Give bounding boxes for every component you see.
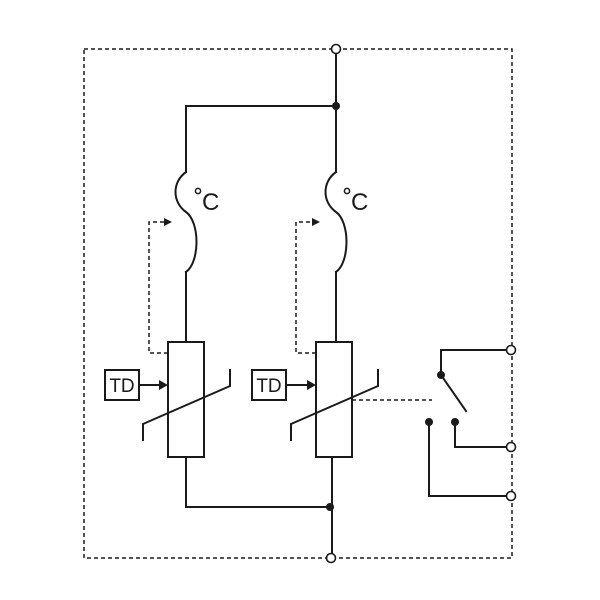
branch-right: TD C	[251, 105, 379, 559]
right-varistor-slope	[290, 369, 379, 441]
left-time-delay-label: TD	[109, 376, 134, 397]
left-thermal-feedback	[148, 221, 168, 354]
terminal-contact-top[interactable]	[505, 344, 517, 356]
left-degree-symbol	[194, 187, 202, 195]
right-time-delay-label: TD	[256, 376, 281, 397]
right-thermal-element	[324, 170, 348, 274]
changeover-contact	[428, 349, 512, 497]
terminal-bottom[interactable]	[325, 552, 337, 564]
left-td-arrowhead	[159, 380, 168, 390]
contact-lower-dot	[425, 418, 433, 426]
right-degree-symbol	[343, 187, 351, 195]
contact-middle-dot	[451, 418, 459, 426]
branch-left: TD C	[104, 105, 331, 508]
right-thermal-unit-label: C	[351, 189, 368, 216]
left-varistor-body	[167, 341, 205, 458]
right-td-arrowhead	[307, 380, 316, 390]
left-varistor-slope	[142, 369, 231, 441]
terminal-contact-lower[interactable]	[505, 490, 517, 502]
right-time-delay-box	[251, 369, 287, 401]
right-feedback-arrowhead	[312, 218, 320, 226]
enclosure-boundary	[83, 48, 513, 559]
terminal-top[interactable]	[330, 43, 342, 55]
contact-pivot-dot	[437, 371, 445, 379]
terminal-contact-middle[interactable]	[505, 441, 517, 453]
left-feedback-arrowhead	[164, 218, 172, 226]
junction-bottom	[326, 503, 334, 511]
right-thermal-feedback	[295, 221, 316, 354]
left-thermal-unit-label: C	[202, 189, 219, 216]
contact-blade	[439, 373, 468, 413]
junction-top	[332, 102, 340, 110]
left-thermal-element	[174, 170, 198, 274]
